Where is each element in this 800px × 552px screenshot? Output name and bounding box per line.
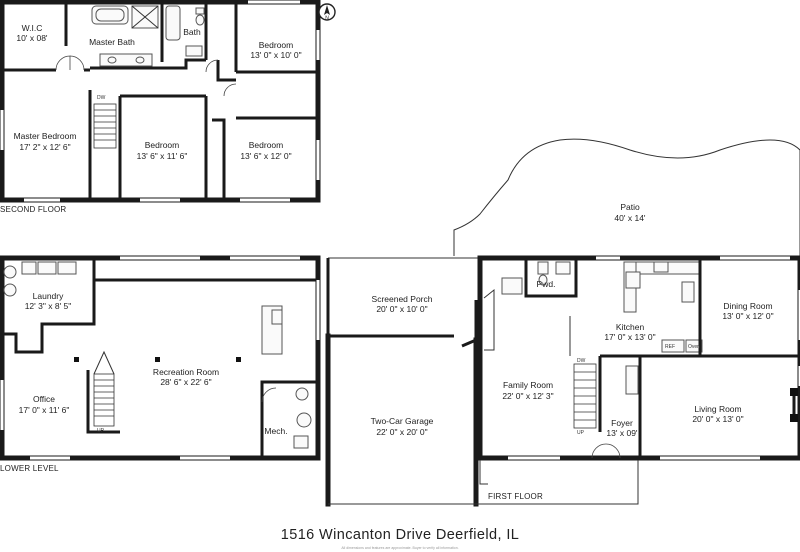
lower-level-plan xyxy=(0,255,321,461)
room-bedroom-se-dims: 13' 6" x 12' 0" xyxy=(240,151,292,161)
room-kitchen-dims: 17' 0" x 13' 0" xyxy=(604,332,656,342)
room-laundry-name: Laundry xyxy=(32,291,64,301)
compass-label: N xyxy=(325,16,329,22)
second-stair-down-label: DW xyxy=(97,95,106,101)
room-laundry-dims: 12' 3" x 8' 5" xyxy=(24,301,72,311)
first-stair-up-label: UP xyxy=(577,430,584,436)
room-master-bedroom-dims: 17' 2" x 12' 6" xyxy=(19,142,71,152)
room-recreation-dims: 28' 6" x 22' 6" xyxy=(160,377,212,387)
room-patio-dims: 40' x 14' xyxy=(614,213,646,223)
lower-level-label: LOWER LEVEL xyxy=(0,464,59,473)
first-floor-plan xyxy=(325,138,800,507)
room-screened-porch-dims: 20' 0" x 10' 0" xyxy=(376,304,428,314)
first-stair-down-label: DW xyxy=(577,358,586,364)
room-family-name: Family Room xyxy=(502,380,554,390)
room-dining-name: Dining Room xyxy=(723,301,773,311)
room-living-dims: 20' 0" x 13' 0" xyxy=(692,414,744,424)
room-office-name: Office xyxy=(32,394,56,404)
room-mech-name: Mech. xyxy=(264,426,288,436)
disclaimer-text: All dimensions and features are approxim… xyxy=(341,546,459,550)
room-bath-name: Bath xyxy=(183,27,201,37)
second-floor-label: SECOND FLOOR xyxy=(0,205,67,214)
room-recreation-name: Recreation Room xyxy=(152,367,220,377)
room-kitchen-name: Kitchen xyxy=(615,322,645,332)
room-master-bedroom-name: Master Bedroom xyxy=(13,131,77,141)
room-family-dims: 22' 0" x 12' 3" xyxy=(502,391,554,401)
first-floor-label: FIRST FLOOR xyxy=(488,492,543,501)
room-garage-dims: 22' 0" x 20' 0" xyxy=(376,427,428,437)
room-garage-name: Two-Car Garage xyxy=(370,416,434,426)
room-pwd-name: Pwd. xyxy=(536,279,556,289)
room-screened-porch-name: Screened Porch xyxy=(371,294,433,304)
property-address: 1516 Wincanton Drive Deerfield, IL xyxy=(280,527,520,543)
room-foyer-name: Foyer xyxy=(611,418,633,428)
room-bedroom-se-name: Bedroom xyxy=(248,140,284,150)
north-arrow-icon: N xyxy=(318,3,336,21)
second-floor-plan xyxy=(0,0,321,203)
room-bedroom-mid-dims: 13' 6" x 11' 6" xyxy=(136,151,188,161)
fixture-ref-label: REF xyxy=(665,344,675,350)
room-wic-name: W.I.C xyxy=(21,23,43,33)
lower-stair-up-label: UP xyxy=(97,428,104,434)
room-bedroom-ne-name: Bedroom xyxy=(258,40,294,50)
room-foyer-dims: 13' x 09' xyxy=(606,428,638,438)
room-bedroom-ne-dims: 13' 0" x 10' 0" xyxy=(250,50,302,60)
fixture-oven-label: Oven xyxy=(688,344,700,350)
room-bedroom-mid-name: Bedroom xyxy=(144,140,180,150)
room-wic-dims: 10' x 08' xyxy=(16,33,48,43)
room-dining-dims: 13' 0" x 12' 0" xyxy=(722,311,774,321)
room-master-bath-name: Master Bath xyxy=(89,37,135,47)
room-patio-name: Patio xyxy=(620,202,640,212)
room-office-dims: 17' 0" x 11' 6" xyxy=(18,405,70,415)
room-living-name: Living Room xyxy=(694,404,742,414)
